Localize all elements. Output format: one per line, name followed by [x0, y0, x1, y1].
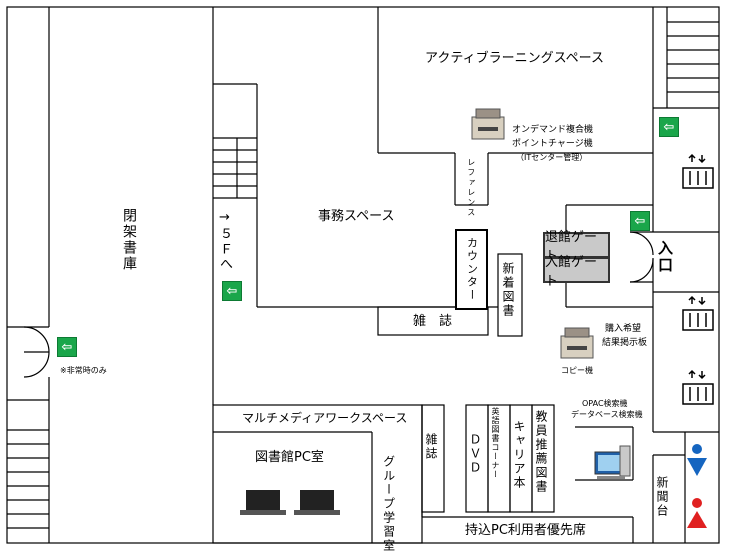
point-charge-label: ポイントチャージ機	[512, 139, 593, 149]
opac-label: OPAC検索機	[582, 399, 628, 408]
emergency-exit-icon: ⇦	[57, 337, 77, 357]
career-books-label: キャリア本	[512, 420, 526, 490]
elevator-icon-2	[682, 295, 714, 331]
multifunction-printer-icon	[471, 108, 505, 140]
purchase-request-label: 購入希望	[605, 324, 642, 334]
laptop-icon-1	[240, 490, 286, 515]
newspaper-stand-label: 新聞台	[655, 476, 669, 518]
magazines-label: 雑 誌	[413, 314, 453, 329]
closed-stacks-label: 閉架書庫	[121, 208, 137, 272]
male-restroom-icon	[687, 444, 707, 476]
emergency-exit-icon: ⇦	[630, 211, 650, 231]
copier-icon	[560, 327, 594, 359]
copier-label: コピー機	[561, 366, 593, 375]
emergency-exit-icon: ⇦	[659, 117, 679, 137]
entry-gate: 入館ゲート	[543, 255, 610, 289]
faculty-books-label: 教員推薦図書	[534, 410, 548, 494]
multimedia-label: マルチメディアワークスペース	[242, 411, 408, 425]
magazines-shelf-label: 雑誌	[424, 433, 438, 461]
elevator-icon-3	[682, 369, 714, 405]
byod-seats-label: 持込PC利用者優先席	[465, 523, 586, 538]
active-learning-label: アクティブラーニングスペース	[425, 51, 605, 66]
service-counter: カウンター	[455, 229, 488, 310]
office-label: 事務スペース	[318, 209, 395, 224]
counter-label: カウンター	[465, 237, 479, 302]
stairs-5f-label: →５Ｆへ	[217, 210, 232, 272]
reference-label: レファレンス	[466, 158, 476, 218]
emergency-only-label: ※非常時のみ	[60, 366, 107, 375]
opac-computer-icon	[594, 445, 631, 479]
entrance-label: 入口	[656, 240, 674, 274]
new-books-label: 新着図書	[501, 262, 515, 318]
emergency-exit-icon: ⇦	[222, 281, 242, 301]
female-restroom-icon	[687, 498, 707, 528]
library-pc-label: 図書館PC室	[255, 450, 324, 465]
it-center-label: （ITセンター管理）	[516, 153, 588, 162]
english-books-label: 英語図書コーナー	[491, 407, 500, 479]
database-terminal-label: データベース検索機	[571, 410, 643, 419]
dvd-label: ＤＶＤ	[468, 433, 482, 475]
result-board-label: 結果掲示板	[602, 338, 648, 348]
ondemand-printer-label: オンデマンド複合機	[512, 125, 594, 135]
laptop-icon-2	[294, 490, 340, 515]
elevator-icon-1	[682, 153, 714, 189]
